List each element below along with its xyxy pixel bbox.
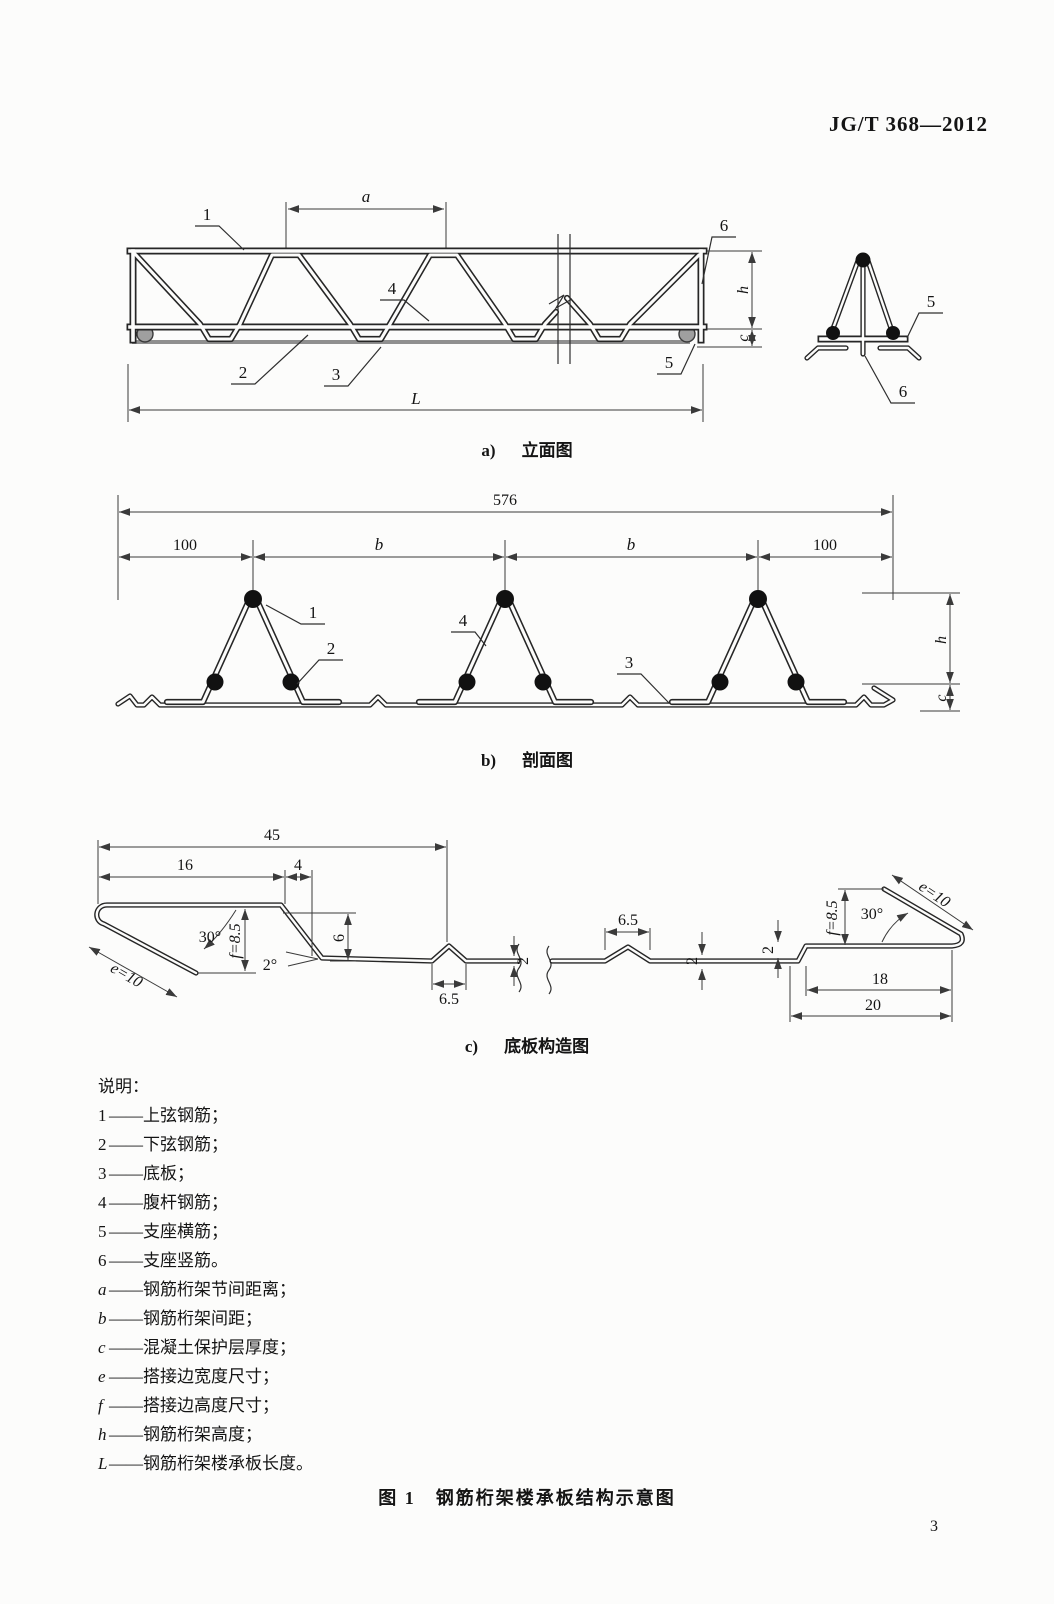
end-view-label-6: 6 xyxy=(899,382,908,401)
plate-left-dims: 45 16 4 6 30° f=8.5 e=10 2° 6.5 2 xyxy=(88,827,532,1008)
dim-65-left: 6.5 xyxy=(439,991,459,1008)
plate-right-profile xyxy=(546,886,965,995)
legend-item: h——钢筋桁架高度； xyxy=(98,1425,262,1444)
truss-end-view: 5 6 xyxy=(804,252,943,404)
legend-item: 2——下弦钢筋； xyxy=(98,1135,228,1154)
dim-h-label: h xyxy=(735,286,752,294)
figure-b-caption-text: 剖面图 xyxy=(522,751,574,770)
dim-65-right: 6.5 xyxy=(618,912,638,929)
top-chord-dot xyxy=(855,252,871,268)
dim-h-c: h c xyxy=(862,592,960,712)
dim-16: 16 xyxy=(177,857,193,874)
label-5: 5 xyxy=(665,353,674,372)
figure-a-caption: a) 立面图 xyxy=(0,436,1054,461)
dim-a: a xyxy=(285,187,447,248)
label-4: 4 xyxy=(388,279,397,298)
dim-h-c: h c xyxy=(697,250,762,348)
dim-100-left: 100 xyxy=(173,537,197,554)
figure-c-plate-detail: 45 16 4 6 30° f=8.5 e=10 2° 6.5 2 xyxy=(88,827,974,1022)
left-chord-dot xyxy=(826,326,840,340)
dim-e-left: e=10 xyxy=(107,960,145,992)
figure-a-caption-text: 立面图 xyxy=(521,441,573,460)
legend-item: 4——腹杆钢筋； xyxy=(98,1193,228,1212)
legend: 说明： 1——上弦钢筋； 2——下弦钢筋； 3——底板； 4——腹杆钢筋； 5—… xyxy=(98,1072,313,1478)
figure-c-caption: c) 底板构造图 xyxy=(0,1032,1054,1057)
break-symbol xyxy=(548,234,573,364)
label-1: 1 xyxy=(203,205,212,224)
dim-c-label: c xyxy=(735,334,752,341)
thk-2-left: 2 xyxy=(515,957,532,965)
part-labels: 1 2 4 3 xyxy=(265,603,670,704)
dim-6: 6 xyxy=(331,934,348,942)
dim-4: 4 xyxy=(294,857,302,874)
legend-item: 6——支座竖筋。 xyxy=(98,1251,228,1270)
label-1: 1 xyxy=(309,603,318,622)
thk-2a: 2 xyxy=(684,957,701,965)
legend-item: L——钢筋桁架楼承板长度。 xyxy=(98,1454,313,1473)
figure-a-elevation: a 1 6 4 2 xyxy=(126,187,943,422)
figure-c-caption-letter: c) xyxy=(464,1037,479,1056)
dim-c-label: c xyxy=(933,694,950,701)
dims-top: 576 100 b b 100 xyxy=(117,492,894,600)
legend-item: 3——底板； xyxy=(98,1164,194,1183)
doc-number: JG/T 368—2012 xyxy=(828,112,988,136)
dim-576: 576 xyxy=(493,492,517,509)
right-chord-dot xyxy=(886,326,900,340)
dim-L: L xyxy=(127,364,704,422)
dim-18: 18 xyxy=(872,971,888,988)
figure-b-caption-letter: b) xyxy=(480,751,497,770)
dim-100-right: 100 xyxy=(813,537,837,554)
legend-item: f——搭接边高度尺寸； xyxy=(98,1396,279,1415)
dim-f-left: f=8.5 xyxy=(227,923,244,958)
dim-L-label: L xyxy=(410,389,420,408)
part-labels: 1 6 4 2 3 5 xyxy=(195,205,736,387)
angle-2: 2° xyxy=(263,957,277,974)
figure-b-caption: b) 剖面图 xyxy=(0,746,1054,771)
dim-h-label: h xyxy=(933,636,950,644)
dim-20: 20 xyxy=(865,997,881,1014)
bottom-plate-profile xyxy=(115,685,896,708)
label-3: 3 xyxy=(332,365,341,384)
legend-item: a——钢筋桁架节间距离； xyxy=(98,1280,296,1299)
label-2: 2 xyxy=(239,363,248,382)
figure-b-section: 576 100 b b 100 1 xyxy=(115,492,960,712)
legend-item: c——混凝土保护层厚度； xyxy=(98,1338,296,1357)
legend-item: e——搭接边宽度尺寸； xyxy=(98,1367,279,1386)
plate-left-profile xyxy=(94,902,522,993)
figure-c-caption-text: 底板构造图 xyxy=(504,1037,590,1056)
dim-b1: b xyxy=(375,535,384,554)
dim-45: 45 xyxy=(264,827,280,844)
label-6: 6 xyxy=(720,216,729,235)
page-number: 3 xyxy=(930,1518,938,1535)
legend-title: 说明： xyxy=(98,1077,149,1096)
truss-elevation xyxy=(126,247,708,344)
truss-sections xyxy=(163,590,848,706)
figure-title: 图 1 钢筋桁架楼承板结构示意图 xyxy=(378,1488,676,1508)
label-4: 4 xyxy=(459,611,468,630)
legend-item: 5——支座横筋； xyxy=(98,1222,228,1241)
dim-f-right: f=8.5 xyxy=(824,900,841,935)
legend-item: 1——上弦钢筋； xyxy=(98,1106,228,1125)
end-view-label-5: 5 xyxy=(927,292,936,311)
dim-a-label: a xyxy=(362,187,371,206)
label-2: 2 xyxy=(327,639,336,658)
dim-e-right: e=10 xyxy=(915,878,953,911)
figure-a-caption-letter: a) xyxy=(481,441,496,460)
legend-item: b——钢筋桁架间距； xyxy=(98,1309,262,1328)
angle-30-right: 30° xyxy=(861,906,883,923)
label-3: 3 xyxy=(625,653,634,672)
dim-b2: b xyxy=(627,535,636,554)
angle-30-left: 30° xyxy=(199,929,221,946)
thk-2b: 2 xyxy=(760,946,777,954)
